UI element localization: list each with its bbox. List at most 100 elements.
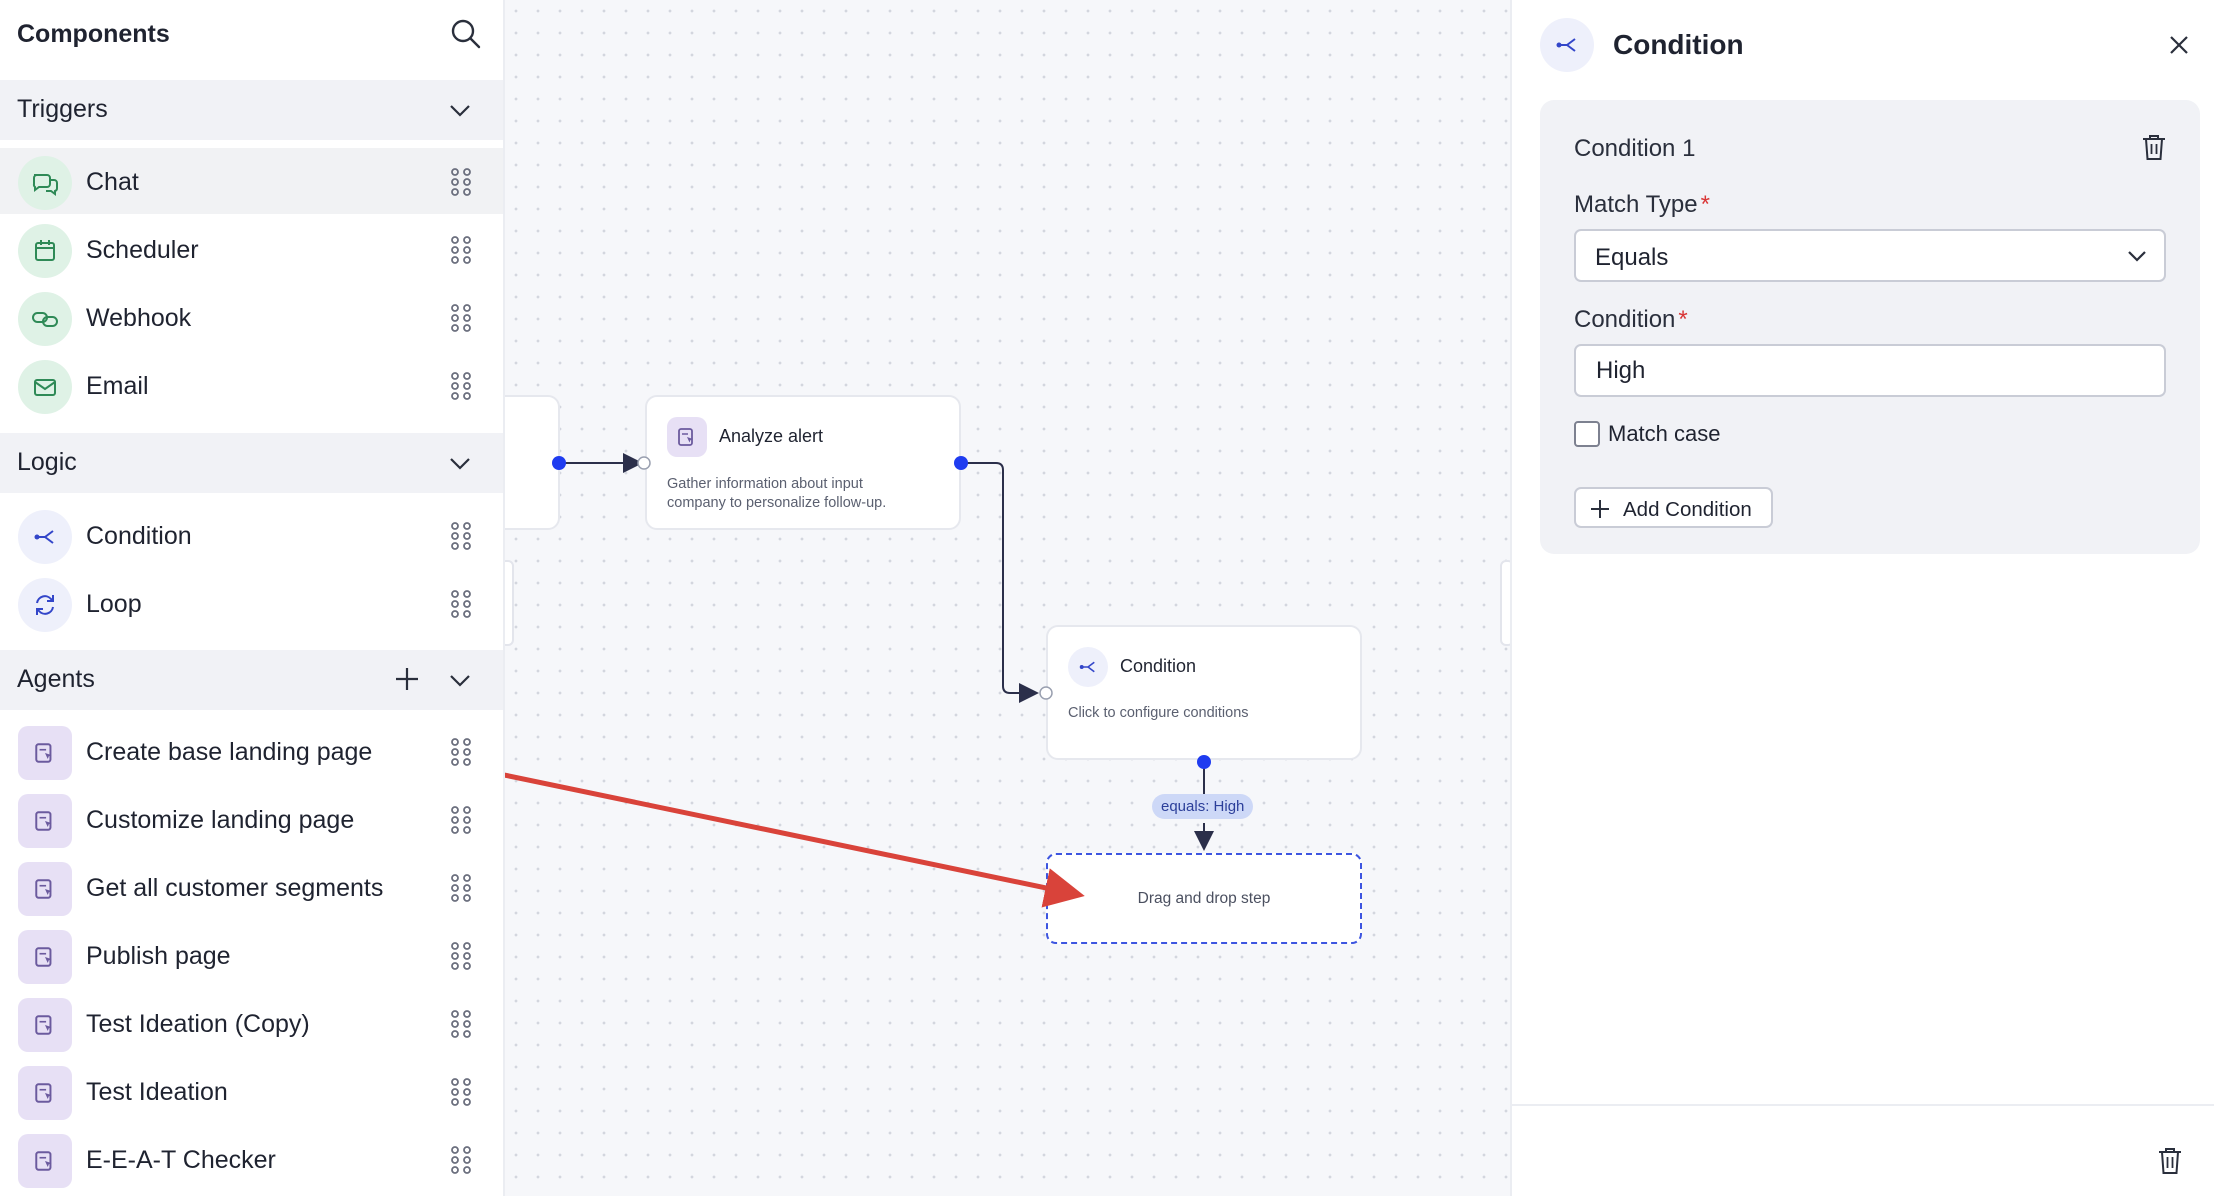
- node-description: Click to configure conditions: [1068, 704, 1249, 723]
- mail-icon: [18, 360, 72, 414]
- agent-icon: [18, 1066, 72, 1120]
- logic-item-condition[interactable]: Condition: [0, 502, 503, 568]
- condition-card-title: Condition 1: [1574, 135, 1695, 163]
- section-triggers-label: Triggers: [17, 95, 108, 124]
- sidebar-header: Components: [0, 0, 505, 72]
- search-icon[interactable]: [448, 16, 484, 52]
- components-sidebar: Components Triggers Chat Scheduler Webho…: [0, 0, 505, 1196]
- agent-icon: [18, 862, 72, 916]
- agent-item[interactable]: Get all customer segments: [0, 854, 503, 920]
- sidebar-title: Components: [17, 20, 170, 49]
- agent-icon: [18, 998, 72, 1052]
- webhook-link-icon: [18, 292, 72, 346]
- plus-icon: [1589, 498, 1611, 520]
- agent-item[interactable]: E-E-A-T Checker: [0, 1126, 503, 1192]
- condition-config-panel: Condition Condition 1 Match Type* Equals…: [1510, 0, 2214, 1196]
- close-icon[interactable]: [2166, 32, 2192, 58]
- logic-item-label: Loop: [86, 590, 142, 619]
- sidebar-collapse-handle[interactable]: [505, 560, 514, 646]
- drag-handle-icon[interactable]: [448, 737, 474, 767]
- match-case-label: Match case: [1608, 421, 1721, 447]
- agent-icon: [18, 1134, 72, 1188]
- drag-handle-icon[interactable]: [448, 371, 474, 401]
- match-case-checkbox[interactable]: [1574, 421, 1600, 447]
- agent-item[interactable]: Test Ideation (Copy): [0, 990, 503, 1056]
- section-triggers[interactable]: Triggers: [0, 80, 505, 140]
- trigger-item-chat[interactable]: Chat: [0, 148, 503, 214]
- branch-icon: [1540, 18, 1594, 72]
- chevron-down-icon[interactable]: [446, 666, 474, 694]
- add-condition-label: Add Condition: [1623, 498, 1752, 522]
- drag-handle-icon[interactable]: [448, 303, 474, 333]
- agent-icon: [667, 417, 707, 457]
- trigger-item-label: Email: [86, 372, 149, 401]
- match-type-select[interactable]: Equals: [1574, 229, 2166, 282]
- trigger-item-webhook[interactable]: Webhook: [0, 284, 503, 350]
- match-type-value: Equals: [1595, 244, 1668, 272]
- drop-zone-text: Drag and drop step: [1048, 890, 1360, 908]
- drag-handle-icon[interactable]: [448, 873, 474, 903]
- section-logic-label: Logic: [17, 448, 77, 477]
- drop-zone[interactable]: Drag and drop step: [1046, 853, 1362, 944]
- chevron-down-icon[interactable]: [446, 96, 474, 124]
- condition-node[interactable]: Condition Click to configure conditions: [1046, 625, 1362, 760]
- drag-handle-icon[interactable]: [448, 167, 474, 197]
- section-agents-label: Agents: [17, 665, 95, 694]
- agent-item-label: E-E-A-T Checker: [86, 1146, 276, 1175]
- agent-item-label: Get all customer segments: [86, 874, 383, 903]
- agent-icon: [18, 794, 72, 848]
- trash-icon[interactable]: [2156, 1144, 2184, 1176]
- drag-handle-icon[interactable]: [448, 1077, 474, 1107]
- branch-icon: [18, 510, 72, 564]
- add-agent-icon[interactable]: [392, 664, 422, 694]
- analyze-alert-node[interactable]: Analyze alert Gather information about i…: [645, 395, 961, 530]
- trigger-item-scheduler[interactable]: Scheduler: [0, 216, 503, 282]
- drag-handle-icon[interactable]: [448, 1009, 474, 1039]
- agent-item[interactable]: Test Ideation: [0, 1058, 503, 1124]
- drag-handle-icon[interactable]: [448, 941, 474, 971]
- panel-collapse-handle[interactable]: [1500, 560, 1510, 646]
- condition-value-input[interactable]: [1574, 344, 2166, 397]
- panel-footer: [1512, 1104, 2214, 1196]
- previous-step-node[interactable]: [505, 395, 560, 530]
- agent-item-label: Test Ideation (Copy): [86, 1010, 310, 1039]
- node-description: Gather information about input company t…: [667, 475, 886, 513]
- trigger-item-label: Chat: [86, 168, 139, 197]
- logic-item-loop[interactable]: Loop: [0, 570, 503, 636]
- drag-handle-icon[interactable]: [448, 805, 474, 835]
- calendar-icon: [18, 224, 72, 278]
- logic-item-label: Condition: [86, 522, 192, 551]
- node-title: Condition: [1120, 656, 1196, 677]
- edge-condition-label[interactable]: equals: High: [1152, 794, 1253, 819]
- trash-icon[interactable]: [2140, 132, 2168, 162]
- drag-handle-icon[interactable]: [448, 235, 474, 265]
- branch-icon: [1068, 647, 1108, 687]
- loop-icon: [18, 578, 72, 632]
- add-condition-button[interactable]: Add Condition: [1574, 487, 1773, 528]
- agent-item[interactable]: Customize landing page: [0, 786, 503, 852]
- trigger-item-label: Webhook: [86, 304, 191, 333]
- agent-item-label: Create base landing page: [86, 738, 372, 767]
- condition-label: Condition*: [1574, 306, 1688, 334]
- match-type-label: Match Type*: [1574, 191, 1710, 219]
- section-agents[interactable]: Agents: [0, 650, 505, 710]
- agent-item[interactable]: Publish page: [0, 922, 503, 988]
- agent-item-label: Publish page: [86, 942, 231, 971]
- connection-layer: [505, 0, 1510, 1196]
- trigger-item-email[interactable]: Email: [0, 352, 503, 418]
- workflow-canvas[interactable]: Analyze alert Gather information about i…: [505, 0, 1510, 1196]
- node-title: Analyze alert: [719, 426, 823, 447]
- chevron-down-icon[interactable]: [446, 449, 474, 477]
- drag-handle-icon[interactable]: [448, 1145, 474, 1175]
- panel-title: Condition: [1613, 29, 1744, 61]
- drag-handle-icon[interactable]: [448, 521, 474, 551]
- section-logic[interactable]: Logic: [0, 433, 505, 493]
- chevron-down-icon: [2124, 243, 2150, 269]
- agent-item[interactable]: Create base landing page: [0, 718, 503, 784]
- agent-icon: [18, 726, 72, 780]
- drag-handle-icon[interactable]: [448, 589, 474, 619]
- agent-item-label: Test Ideation: [86, 1078, 228, 1107]
- agent-item-label: Customize landing page: [86, 806, 354, 835]
- edge-analyze-to-condition: [961, 463, 1035, 693]
- chat-icon: [18, 156, 72, 210]
